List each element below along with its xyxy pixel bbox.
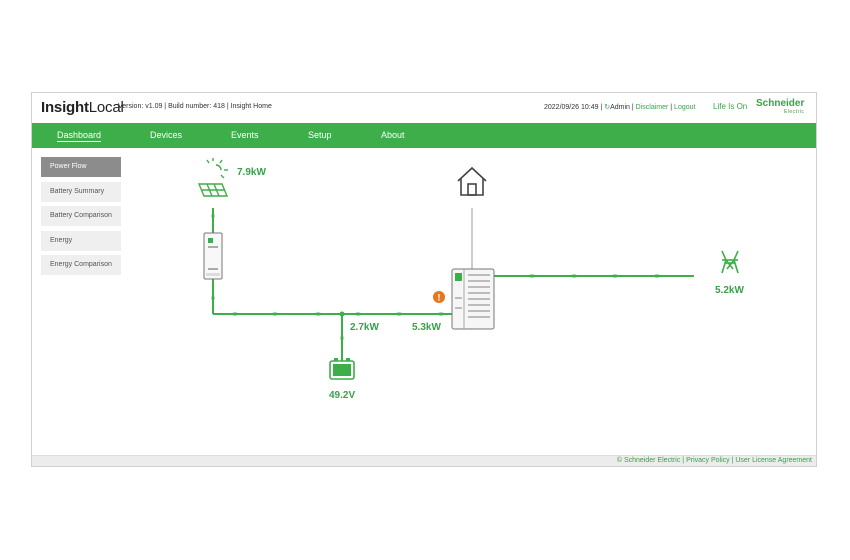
nav-setup[interactable]: Setup bbox=[308, 130, 332, 140]
solar-panel-icon bbox=[197, 183, 229, 197]
separator: | bbox=[629, 104, 636, 111]
sidebar-item-power-flow[interactable]: Power Flow bbox=[41, 157, 121, 177]
life-is-on-tagline: Life Is On bbox=[713, 102, 748, 111]
footer: © Schneider Electric | Privacy Policy | … bbox=[32, 455, 816, 466]
battery-icon[interactable] bbox=[329, 358, 355, 380]
sidebar-item-battery-comparison[interactable]: Battery Comparison bbox=[41, 206, 121, 226]
junction-dot bbox=[339, 311, 345, 317]
grid-power-value: 5.2kW bbox=[715, 285, 744, 296]
flow-dot bbox=[231, 312, 239, 316]
flow-dot bbox=[314, 312, 322, 316]
sidebar: Power Flow Battery Summary Battery Compa… bbox=[41, 157, 121, 280]
disclaimer-link[interactable]: Disclaimer bbox=[635, 104, 669, 111]
header-user-links: 2022/09/26 10:49 | ↻Admin | Disclaimer |… bbox=[544, 103, 695, 111]
flow-dot bbox=[211, 213, 215, 219]
separator: | bbox=[668, 104, 675, 111]
house-icon[interactable] bbox=[457, 166, 487, 196]
charge-controller-icon[interactable] bbox=[203, 232, 223, 280]
flow-dot bbox=[395, 312, 403, 316]
warning-symbol: ! bbox=[438, 293, 441, 303]
sidebar-item-energy-comparison[interactable]: Energy Comparison bbox=[41, 255, 121, 275]
flow-dot bbox=[570, 274, 578, 278]
solar-power-value: 7.9kW bbox=[237, 167, 266, 178]
nav-devices[interactable]: Devices bbox=[150, 130, 183, 140]
flow-dot bbox=[653, 274, 661, 278]
flow-dot bbox=[528, 274, 536, 278]
datetime: 2022/09/26 10:49 | bbox=[544, 104, 603, 111]
logout-link[interactable]: Logout bbox=[674, 104, 696, 111]
flow-dot bbox=[354, 312, 362, 316]
battery-power-value: 2.7kW bbox=[350, 322, 379, 333]
flow-dot bbox=[211, 295, 215, 301]
nav-dashboard[interactable]: Dashboard bbox=[57, 130, 102, 142]
power-flow-diagram: 7.9kW bbox=[197, 158, 744, 401]
user-link[interactable]: Admin bbox=[610, 104, 630, 111]
warning-icon[interactable]: ! bbox=[433, 291, 445, 303]
app-window: InsightLocal Version: v1.09 | Build numb… bbox=[31, 92, 817, 467]
brand-bold: Insight bbox=[41, 99, 89, 116]
flow-dot bbox=[271, 312, 279, 316]
version-info: Version: v1.09 | Build number: 418 | Ins… bbox=[118, 103, 272, 110]
nav-events[interactable]: Events bbox=[231, 130, 259, 140]
flow-dot bbox=[437, 312, 445, 316]
battery-voltage-value: 49.2V bbox=[329, 390, 355, 401]
grid-tower-icon[interactable] bbox=[721, 250, 739, 274]
sidebar-item-energy[interactable]: Energy bbox=[41, 230, 121, 251]
main-nav: Dashboard Devices Events Setup About bbox=[32, 123, 816, 148]
flow-dot bbox=[340, 335, 344, 341]
power-user-icon: ↻ bbox=[604, 104, 611, 111]
inverter-icon[interactable] bbox=[451, 268, 495, 330]
header: InsightLocal Version: v1.09 | Build numb… bbox=[32, 93, 816, 123]
app-brand: InsightLocal bbox=[41, 99, 124, 116]
flow-dots bbox=[211, 213, 661, 341]
brand-light: Local bbox=[88, 99, 124, 116]
nav-about[interactable]: About bbox=[381, 130, 405, 140]
flow-dot bbox=[611, 274, 619, 278]
footer-links[interactable]: © Schneider Electric | Privacy Policy | … bbox=[616, 457, 812, 464]
sidebar-item-battery-summary[interactable]: Battery Summary bbox=[41, 181, 121, 202]
inverter-power-value: 5.3kW bbox=[412, 322, 441, 333]
sun-icon bbox=[206, 158, 228, 179]
logo-line1: Schneider bbox=[756, 98, 805, 109]
logo-line2: Electric bbox=[783, 109, 805, 115]
